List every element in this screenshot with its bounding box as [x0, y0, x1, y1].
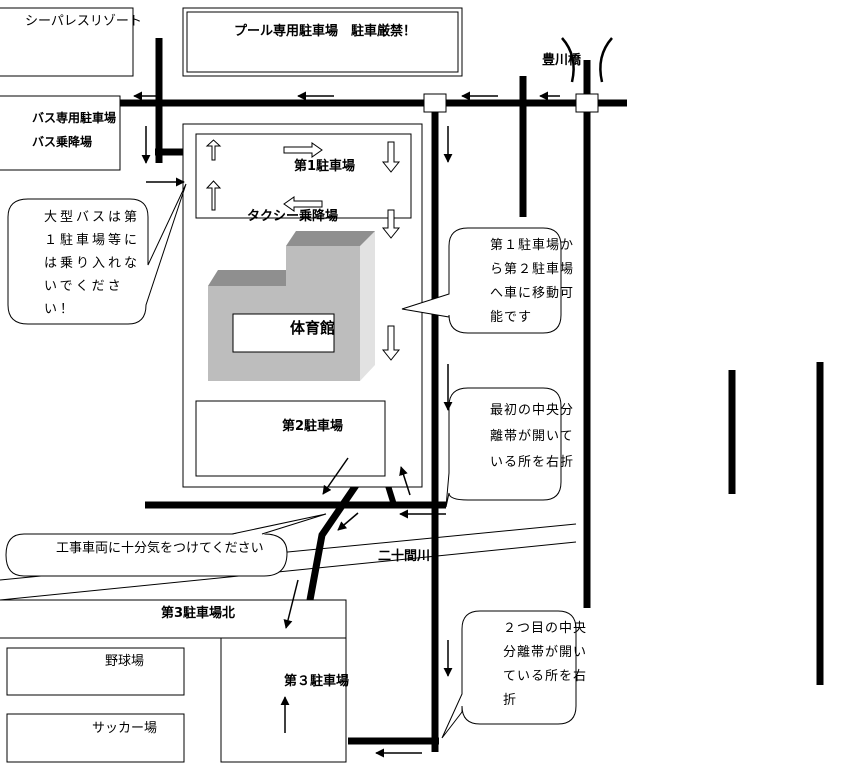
traffic-arrows — [133, 91, 560, 758]
hollow-arrow-down-icon — [381, 141, 401, 173]
resort-box — [0, 7, 134, 77]
lot1-label: 第1駐車場 — [294, 159, 356, 174]
bridge-icon — [561, 37, 613, 83]
construction-bubble — [5, 533, 288, 577]
construction-note: 工事車両に十分気をつけてください — [56, 541, 264, 556]
taxi-stop-label: タクシー乗降場 — [247, 209, 339, 224]
bus-area-outline — [0, 95, 121, 171]
bus-warning-bubble — [7, 183, 187, 325]
arrow-diagonal-icon — [322, 457, 349, 495]
move-lot-note: 第１駐車場から第２駐車場へ車に移動可能です — [490, 238, 575, 325]
first-turn-bubble — [445, 387, 562, 508]
hollow-arrow-down-icon — [381, 209, 401, 239]
arrow-up-icon — [399, 466, 411, 496]
river-label: 二十間川 — [378, 549, 431, 564]
lot3-label: 第３駐車場 — [284, 674, 350, 689]
first-turn-note: 最初の中央分離帯が開いている所を右折 — [490, 403, 575, 470]
soccer-label: サッカー場 — [92, 721, 158, 736]
bus-warning-note: 大型バスは第１駐車場等には乗り入れないでください！ — [44, 210, 141, 317]
hollow-arrow-left-icon — [283, 196, 323, 212]
hollow-arrow-down-icon — [381, 325, 401, 361]
gym-top-lower — [208, 270, 286, 286]
second-turn-note: ２つ目の中央分離帯が開いている所を右折 — [503, 621, 588, 708]
second-turn-bubble — [441, 610, 577, 739]
pool-sign-inner — [186, 11, 459, 73]
block-arrows — [205, 139, 401, 361]
gym-top-upper — [286, 231, 375, 246]
speech-bubbles — [5, 183, 577, 739]
gym-label: 体育館 — [290, 319, 336, 337]
lot3-north-label: 第3駐車場北 — [161, 606, 236, 621]
arrow-diagonal-icon — [337, 512, 359, 531]
move-lot-bubble — [401, 227, 562, 334]
construction-bubble-tail — [231, 513, 327, 535]
lot3-box — [220, 637, 347, 763]
toyokawa-bridge-label: 豊川橋 — [542, 53, 582, 68]
hollow-arrow-up-icon — [205, 180, 222, 211]
intersection-square — [423, 93, 447, 113]
hollow-arrow-up-icon — [205, 139, 222, 161]
gym-building — [208, 231, 375, 381]
hollow-arrow-right-icon — [283, 142, 323, 158]
baseball-box — [6, 647, 185, 696]
gym-label-box — [232, 313, 335, 353]
soccer-box — [6, 713, 185, 763]
intersection-square — [575, 93, 599, 113]
baseball-label: 野球場 — [105, 654, 145, 669]
diagonal-road — [306, 476, 364, 601]
lot2-box — [195, 400, 386, 477]
bus-stop-label: バス乗降場 — [32, 135, 93, 149]
resort-label: シーパレスリゾート — [25, 14, 142, 29]
pool-notice-label: プール専用駐車場 駐車厳禁！ — [234, 24, 417, 39]
arrow-down-icon — [283, 579, 299, 629]
lot2-label: 第2駐車場 — [282, 419, 344, 434]
bus-parking-label: バス専用駐車場 — [32, 111, 117, 125]
